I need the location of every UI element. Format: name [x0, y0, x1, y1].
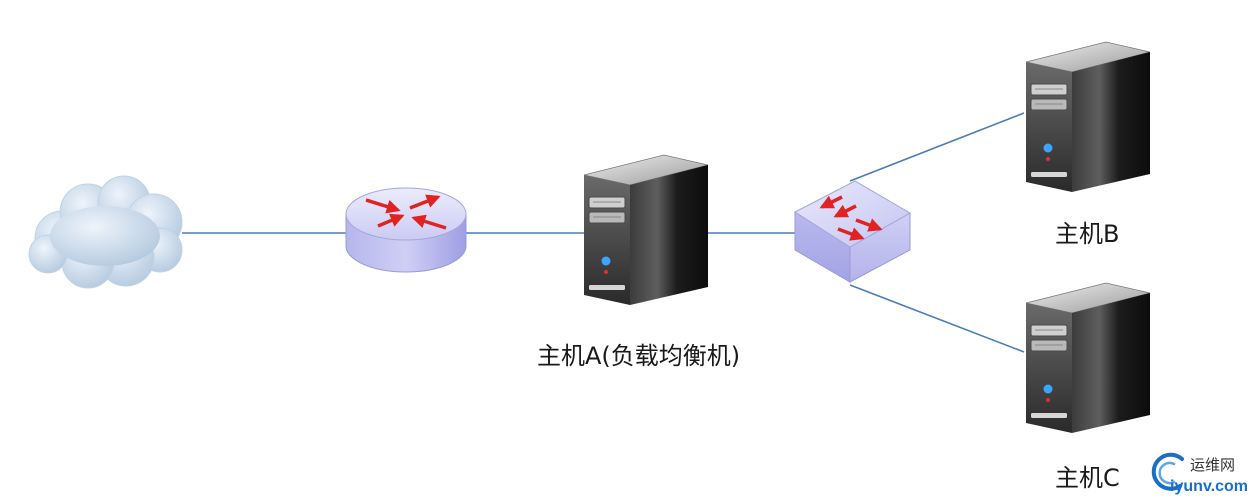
switch-icon: [793, 180, 912, 283]
host-c-label: 主机C: [1055, 464, 1120, 492]
cloud-icon: [28, 175, 183, 289]
watermark-site: iyunv.com: [1170, 478, 1248, 495]
watermark: 运维网 iyunv.com: [1151, 452, 1248, 495]
host-a-server-icon: [583, 154, 709, 306]
links: [182, 112, 1025, 353]
link-switch-host-c: [849, 284, 1025, 353]
router-icon: [345, 187, 467, 273]
watermark-name: 运维网: [1190, 456, 1235, 474]
host-a-label: 主机A(负载均衡机): [537, 342, 740, 370]
link-switch-host-b: [849, 112, 1025, 182]
host-b-server-icon: [1025, 41, 1151, 193]
swirl-logo-icon: [1151, 452, 1184, 491]
host-c-server-icon: [1025, 282, 1151, 434]
host-b-label: 主机B: [1055, 220, 1119, 248]
